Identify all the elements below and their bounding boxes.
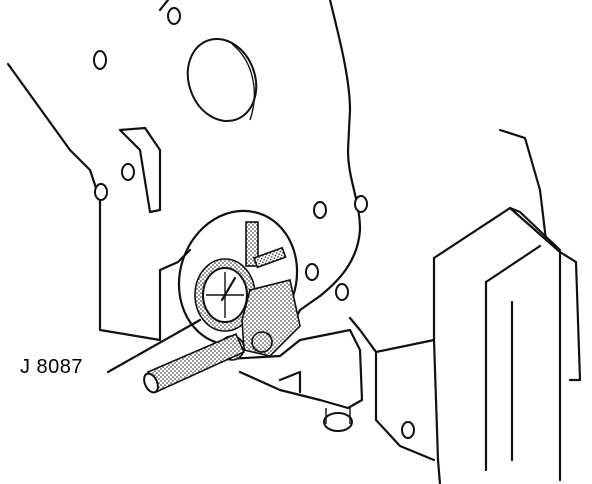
transmission-housing <box>348 128 582 484</box>
engine-block-outline <box>6 0 362 342</box>
tool-callout-label: J 8087 <box>20 356 84 378</box>
dial-indicator-assembly <box>143 209 301 394</box>
tool-handle <box>146 332 246 394</box>
bolt-holes <box>93 7 415 439</box>
indicator-stem <box>245 221 259 267</box>
crank-bracket <box>208 328 364 432</box>
callout-leader <box>106 318 202 374</box>
cylinder-opening <box>186 37 258 123</box>
